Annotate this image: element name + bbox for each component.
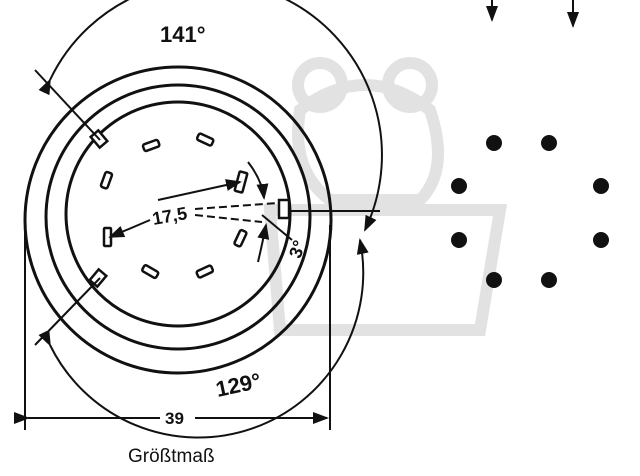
radius-label: 17,5 bbox=[151, 203, 189, 229]
small-angle-label: 3° bbox=[285, 238, 310, 261]
slot bbox=[102, 226, 113, 248]
hole bbox=[486, 135, 502, 151]
slot bbox=[99, 170, 114, 190]
hole bbox=[541, 272, 557, 288]
slot bbox=[233, 228, 248, 248]
top-arrows bbox=[486, 0, 579, 28]
slots bbox=[87, 128, 291, 289]
hole bbox=[486, 272, 502, 288]
slot bbox=[141, 138, 161, 153]
hole bbox=[451, 178, 467, 194]
slot bbox=[277, 198, 291, 220]
slot bbox=[141, 264, 160, 280]
dimension-lines bbox=[14, 0, 383, 439]
hole bbox=[541, 135, 557, 151]
slot bbox=[195, 264, 215, 279]
hole bbox=[451, 232, 467, 248]
width-dimension-label: 39 bbox=[165, 409, 184, 428]
hole-pattern bbox=[451, 135, 609, 288]
angle-top-label: 141° bbox=[160, 22, 206, 47]
hole bbox=[593, 232, 609, 248]
caption: Größtmaß bbox=[128, 446, 215, 467]
angle-bottom-label: 129° bbox=[213, 368, 263, 402]
slot bbox=[195, 132, 215, 147]
hole bbox=[593, 178, 609, 194]
watermark-bear bbox=[263, 57, 508, 336]
